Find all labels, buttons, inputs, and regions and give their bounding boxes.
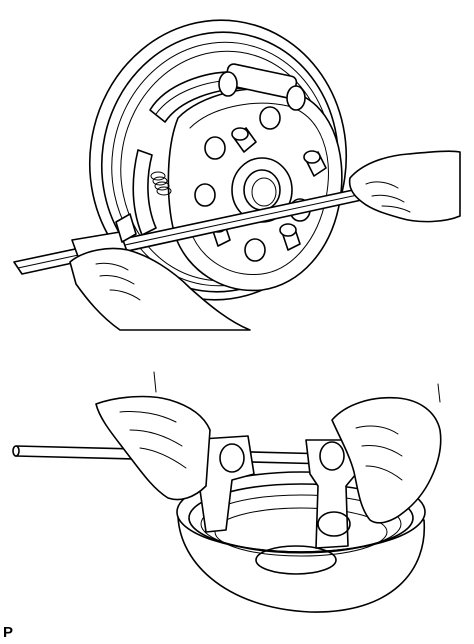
adjuster-spring [150, 171, 172, 196]
left-hand-bottom [95, 371, 211, 501]
wheel-cylinder [218, 63, 306, 111]
brake-drum-bottom-view [12, 371, 442, 613]
brake-assembly-top-view [13, 19, 461, 331]
figure-code-label: P [3, 624, 14, 641]
right-hand-bottom [331, 383, 442, 524]
left-hand [69, 247, 251, 331]
right-hand [348, 150, 461, 223]
